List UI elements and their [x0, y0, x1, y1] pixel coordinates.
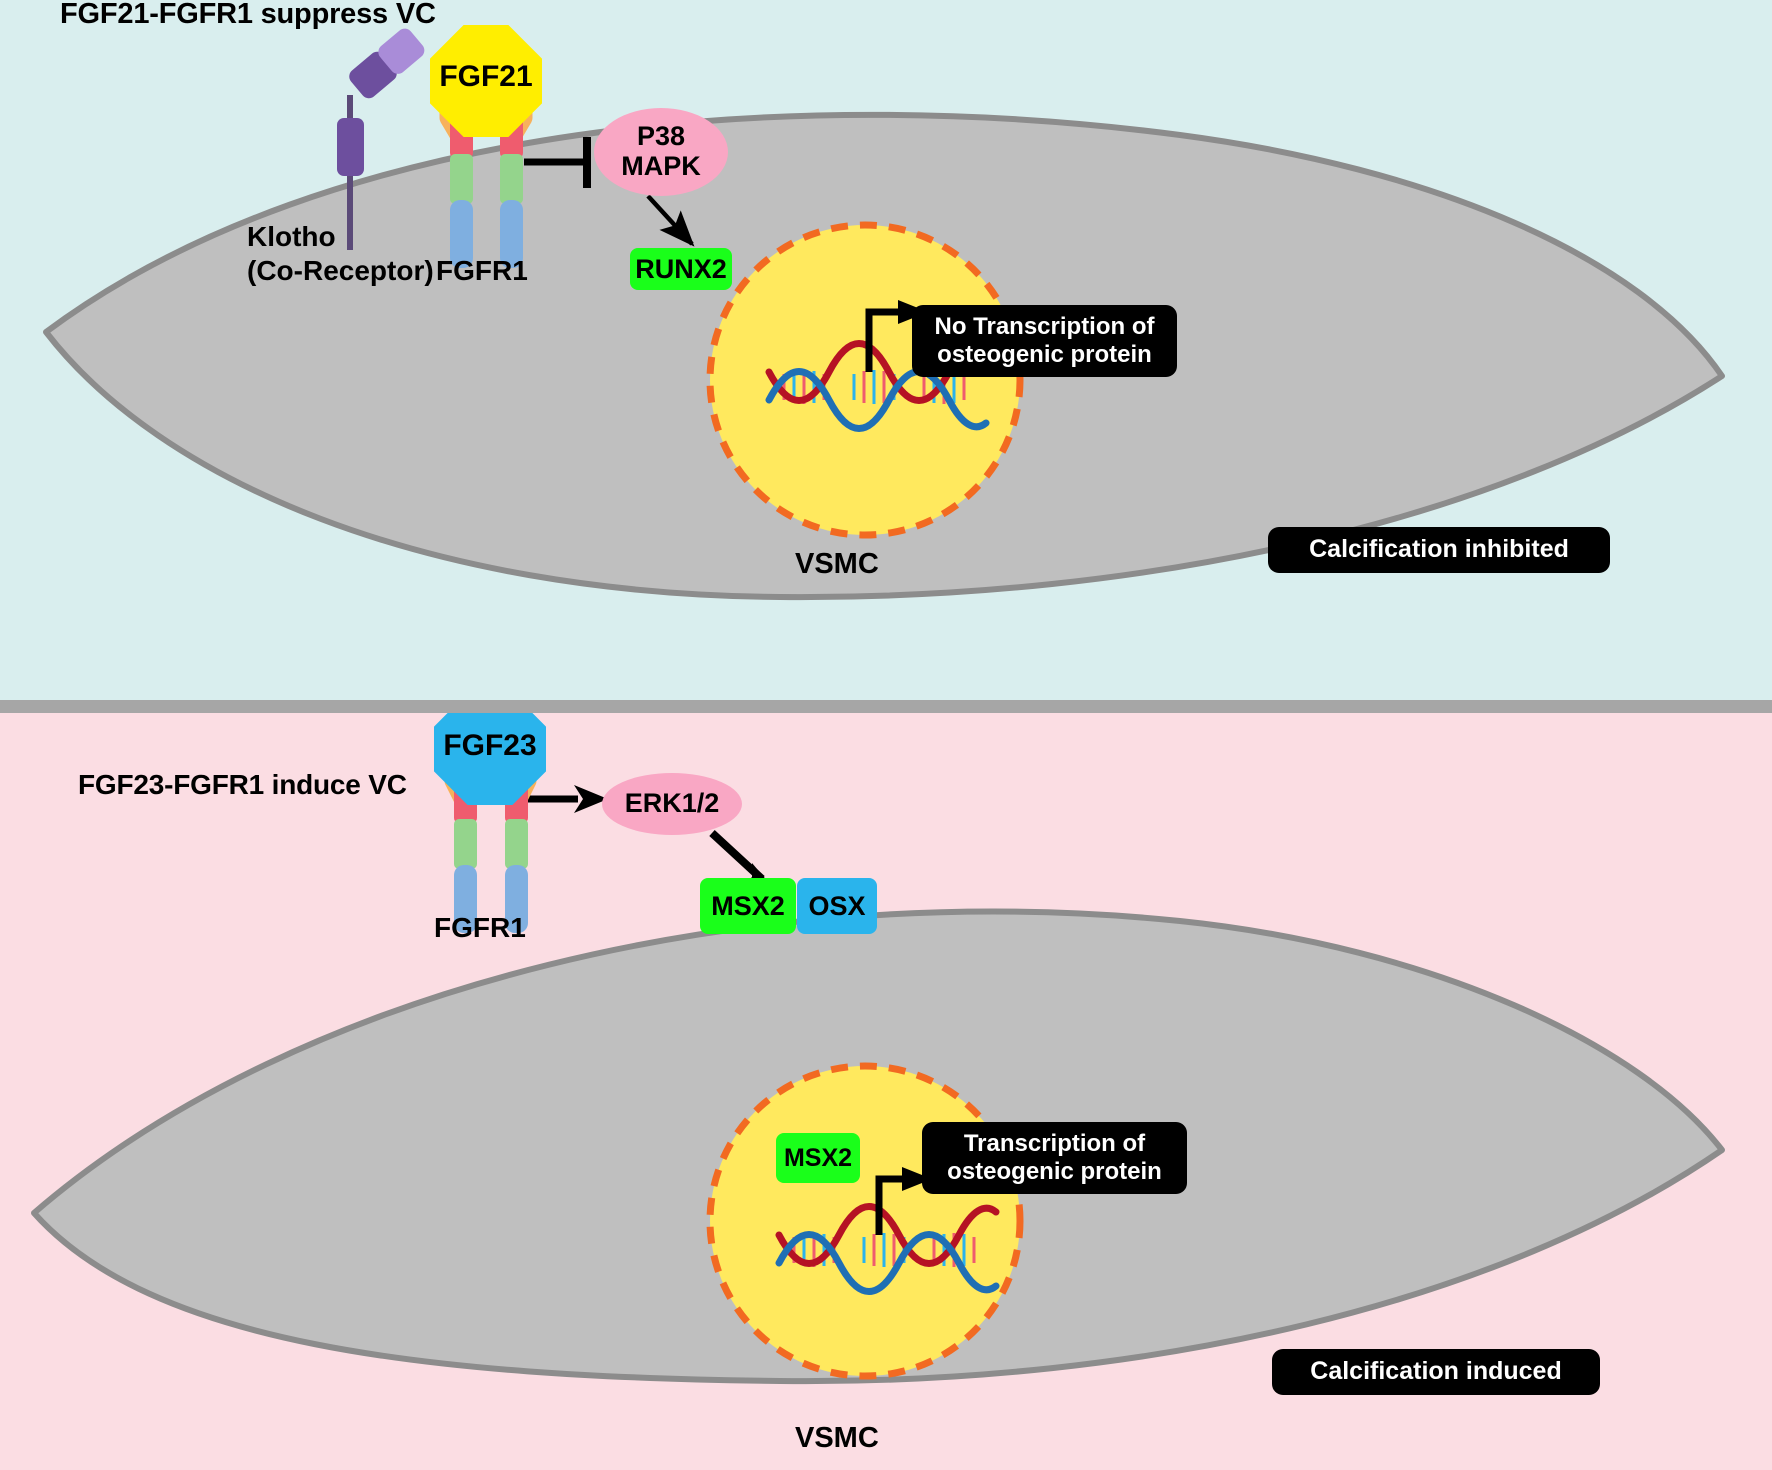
p38-mapk-line1: P38 [636, 121, 686, 152]
no-transcription-line2: osteogenic protein [937, 341, 1152, 368]
transcription-callout: Transcription of osteogenic protein [922, 1122, 1187, 1194]
msx2-box-nucleus: MSX2 [776, 1133, 860, 1183]
fgfr1-left-transmembrane-segment [450, 154, 473, 204]
fgf23-label: FGF23 [443, 729, 537, 762]
osx-label: OSX [808, 890, 866, 921]
fgf21-ligand-icon [430, 25, 542, 137]
arrow-fgfr1-to-erk [525, 785, 608, 813]
dna-helix-bottom [775, 1203, 1000, 1295]
vsmc-label-bottom: VSMC [795, 1422, 879, 1454]
osx-box: OSX [797, 878, 877, 934]
klotho-label-line1: Klotho [247, 221, 336, 252]
fgfr1-label-bottom: FGFR1 [434, 912, 526, 943]
top-panel-graphics [43, 28, 1725, 601]
p38-mapk-line2: MAPK [621, 151, 701, 181]
msx2-label: MSX2 [711, 890, 785, 921]
top-panel-title: FGF21-FGFR1 suppress VC [60, 0, 436, 30]
erk12-kinase: ERK1/2 [602, 773, 742, 835]
fgf21-label: FGF21 [439, 60, 533, 93]
klotho-label-line2: (Co-Receptor) [247, 255, 434, 286]
fgfr1-bottom-right-transmembrane-segment [505, 819, 528, 869]
fgfr1-bottom-left-transmembrane-segment [454, 819, 477, 869]
klotho-coreceptor [337, 28, 425, 250]
fgfr1-bottom-left-kinase-segment [454, 865, 477, 933]
fgfr1-left-kinase-segment [450, 200, 473, 268]
runx2-box: RUNX2 [630, 248, 732, 290]
transcription-line2: osteogenic protein [947, 1158, 1162, 1185]
msx2-box: MSX2 [700, 878, 796, 934]
transcription-line1: Transcription of [963, 1129, 1146, 1157]
fgfr1-right-kinase-segment [500, 200, 523, 268]
calcification-inhibited-label: Calcification inhibited [1309, 535, 1569, 564]
inhibition-arrow-fgfr1-p38 [524, 137, 591, 188]
erk12-label: ERK1/2 [624, 788, 720, 819]
fgfr1-bottom-right-kinase-segment [505, 865, 528, 933]
p38-mapk-kinase: P38 MAPK [594, 108, 728, 196]
calcification-induced-label: Calcification induced [1310, 1357, 1562, 1386]
vsmc-label-top: VSMC [795, 548, 879, 580]
no-transcription-callout: No Transcription of osteogenic protein [912, 305, 1177, 377]
transcription-arrow-bottom [875, 1167, 932, 1235]
no-transcription-line1: No Transcription of [934, 312, 1155, 340]
top-panel: FGF21-FGFR1 suppress VC FGF21 Klotho (Co… [0, 0, 1772, 700]
calcification-inhibited-callout: Calcification inhibited [1268, 527, 1610, 573]
panel-divider [0, 700, 1772, 713]
runx2-label: RUNX2 [635, 253, 727, 284]
fgf23-ligand-icon [434, 713, 546, 805]
bottom-panel-title: FGF23-FGFR1 induce VC [78, 769, 407, 800]
fgfr1-label-top: FGFR1 [436, 255, 528, 286]
msx2-nucleus-label: MSX2 [783, 1143, 853, 1172]
nucleus-bottom [706, 1062, 1024, 1380]
bottom-panel: FGF23-FGFR1 induce VC FGF23 FGFR1 ERK1/2… [0, 713, 1772, 1470]
calcification-induced-callout: Calcification induced [1272, 1349, 1600, 1395]
fgfr1-right-transmembrane-segment [500, 154, 523, 204]
arrow-p38-to-runx2 [646, 194, 695, 247]
